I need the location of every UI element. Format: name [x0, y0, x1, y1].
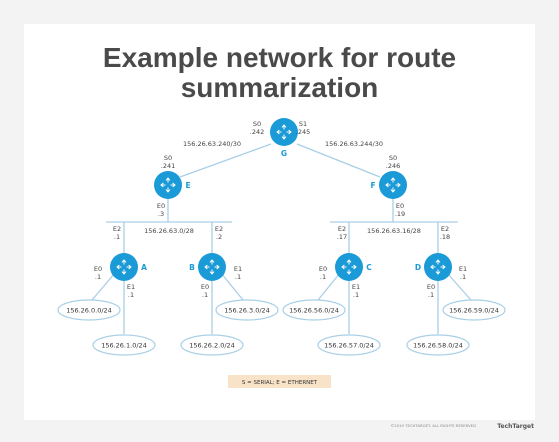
- subnet-d0-ellipse: [406, 334, 470, 356]
- title-line-1: Example network for route: [103, 42, 456, 73]
- router-a[interactable]: A: [110, 253, 147, 281]
- router-c-ip-left: .1: [320, 273, 326, 281]
- subnet-b1-ellipse: [215, 299, 279, 321]
- router-g-ip-left: .242: [250, 128, 264, 136]
- router-g-if-right: S1: [299, 120, 307, 128]
- router-f-ip-top: .246: [386, 162, 400, 170]
- router-d-if-top: E2: [441, 225, 449, 233]
- link-c-c0: [317, 272, 341, 301]
- router-e-ip-top: .241: [161, 162, 175, 170]
- subnet-d1-ellipse: [442, 299, 506, 321]
- router-c-name: C: [366, 263, 372, 272]
- footer-brand: TechTarget: [497, 423, 534, 430]
- router-c-icon: [335, 253, 363, 281]
- subnet-d1: 156.26.59.0/24: [449, 307, 499, 315]
- footer-copyright: ©2019 TECHTARGET. ALL RIGHTS RESERVED: [391, 423, 477, 428]
- link-g-e: [179, 143, 272, 178]
- router-b-icon: [198, 253, 226, 281]
- router-b-ip-right: .1: [235, 273, 241, 281]
- router-g-if-left: S0: [253, 120, 261, 128]
- router-e-icon: [154, 171, 182, 199]
- router-g-name: G: [281, 149, 287, 158]
- router-f-if-bottom: E0: [396, 202, 404, 210]
- router-b-if-top: E2: [215, 225, 223, 233]
- router-e[interactable]: E: [154, 171, 191, 199]
- router-e-if-bottom: E0: [157, 202, 165, 210]
- link-d-d1: [446, 272, 472, 301]
- router-f-icon: [379, 171, 407, 199]
- router-d-if-left: E0: [427, 283, 435, 291]
- router-a-if-top: E2: [113, 225, 121, 233]
- router-b-ip-left: .1: [202, 291, 208, 299]
- router-f-ip-bottom: .19: [395, 210, 405, 218]
- router-d-ip-right: .1: [460, 273, 466, 281]
- subnet-b0: 156.26.2.0/24: [189, 342, 235, 350]
- router-f[interactable]: F: [370, 171, 407, 199]
- subnet-a0: 156.26.0.0/24: [66, 307, 112, 315]
- subnet-c0-ellipse: [282, 299, 346, 321]
- router-b-if-right: E1: [234, 265, 242, 273]
- router-b-if-left: E0: [201, 283, 209, 291]
- router-e-ip-bottom: .3: [158, 210, 164, 218]
- link-a-a0: [91, 272, 116, 301]
- router-a-ip-bottom: .1: [128, 291, 134, 299]
- router-d-ip-left: .1: [428, 291, 434, 299]
- router-a-ip-top: .1: [114, 233, 120, 241]
- title-line-2: summarization: [181, 72, 379, 103]
- router-b[interactable]: B: [189, 253, 226, 281]
- router-c-if-left: E0: [319, 265, 327, 273]
- link-label-g-e: 156.26.63.240/30: [183, 140, 241, 148]
- router-c-if-top: E2: [338, 225, 346, 233]
- link-b-b1: [220, 272, 244, 301]
- router-f-name: F: [370, 181, 375, 190]
- router-g-ip-right: .245: [296, 128, 310, 136]
- router-a-ip-left: .1: [95, 273, 101, 281]
- subnet-a1: 156.26.1.0/24: [101, 342, 147, 350]
- links: [91, 143, 472, 334]
- router-d-if-right: E1: [459, 265, 467, 273]
- router-e-name: E: [185, 181, 190, 190]
- router-f-if-top: S0: [389, 154, 397, 162]
- subnet-a1-ellipse: [92, 334, 156, 356]
- subnet-a0-ellipse: [57, 299, 121, 321]
- router-a-if-left: E0: [94, 265, 102, 273]
- link-label-lan-right: 156.26.63.16/28: [367, 227, 421, 235]
- router-d-ip-top: .18: [440, 233, 450, 241]
- router-a-name: A: [141, 263, 147, 272]
- router-c-if-bottom: E1: [352, 283, 360, 291]
- router-d-name: D: [415, 263, 421, 272]
- router-g-icon: [270, 118, 298, 146]
- router-b-name: B: [189, 263, 195, 272]
- subnet-c1-ellipse: [317, 334, 381, 356]
- router-c-ip-top: .17: [337, 233, 347, 241]
- subnet-b0-ellipse: [180, 334, 244, 356]
- link-label-g-f: 156.26.63.244/30: [325, 140, 383, 148]
- legend-text: S = SERIAL; E = ETHERNET: [242, 380, 318, 386]
- router-a-icon: [110, 253, 138, 281]
- link-g-f: [296, 143, 381, 178]
- router-c-ip-bottom: .1: [353, 291, 359, 299]
- subnet-c1: 156.26.57.0/24: [324, 342, 374, 350]
- router-c[interactable]: C: [335, 253, 372, 281]
- link-label-lan-left: 156.26.63.0/28: [144, 227, 194, 235]
- router-d[interactable]: D: [415, 253, 452, 281]
- legend-box: [228, 375, 331, 388]
- router-b-ip-top: .2: [216, 233, 222, 241]
- router-d-icon: [424, 253, 452, 281]
- subnet-d0: 156.26.58.0/24: [413, 342, 463, 350]
- subnet-b1: 156.26.3.0/24: [224, 307, 270, 315]
- subnet-c0: 156.26.56.0/24: [289, 307, 339, 315]
- router-a-if-bottom: E1: [127, 283, 135, 291]
- router-e-if-top: S0: [164, 154, 172, 162]
- router-g[interactable]: G: [270, 118, 298, 158]
